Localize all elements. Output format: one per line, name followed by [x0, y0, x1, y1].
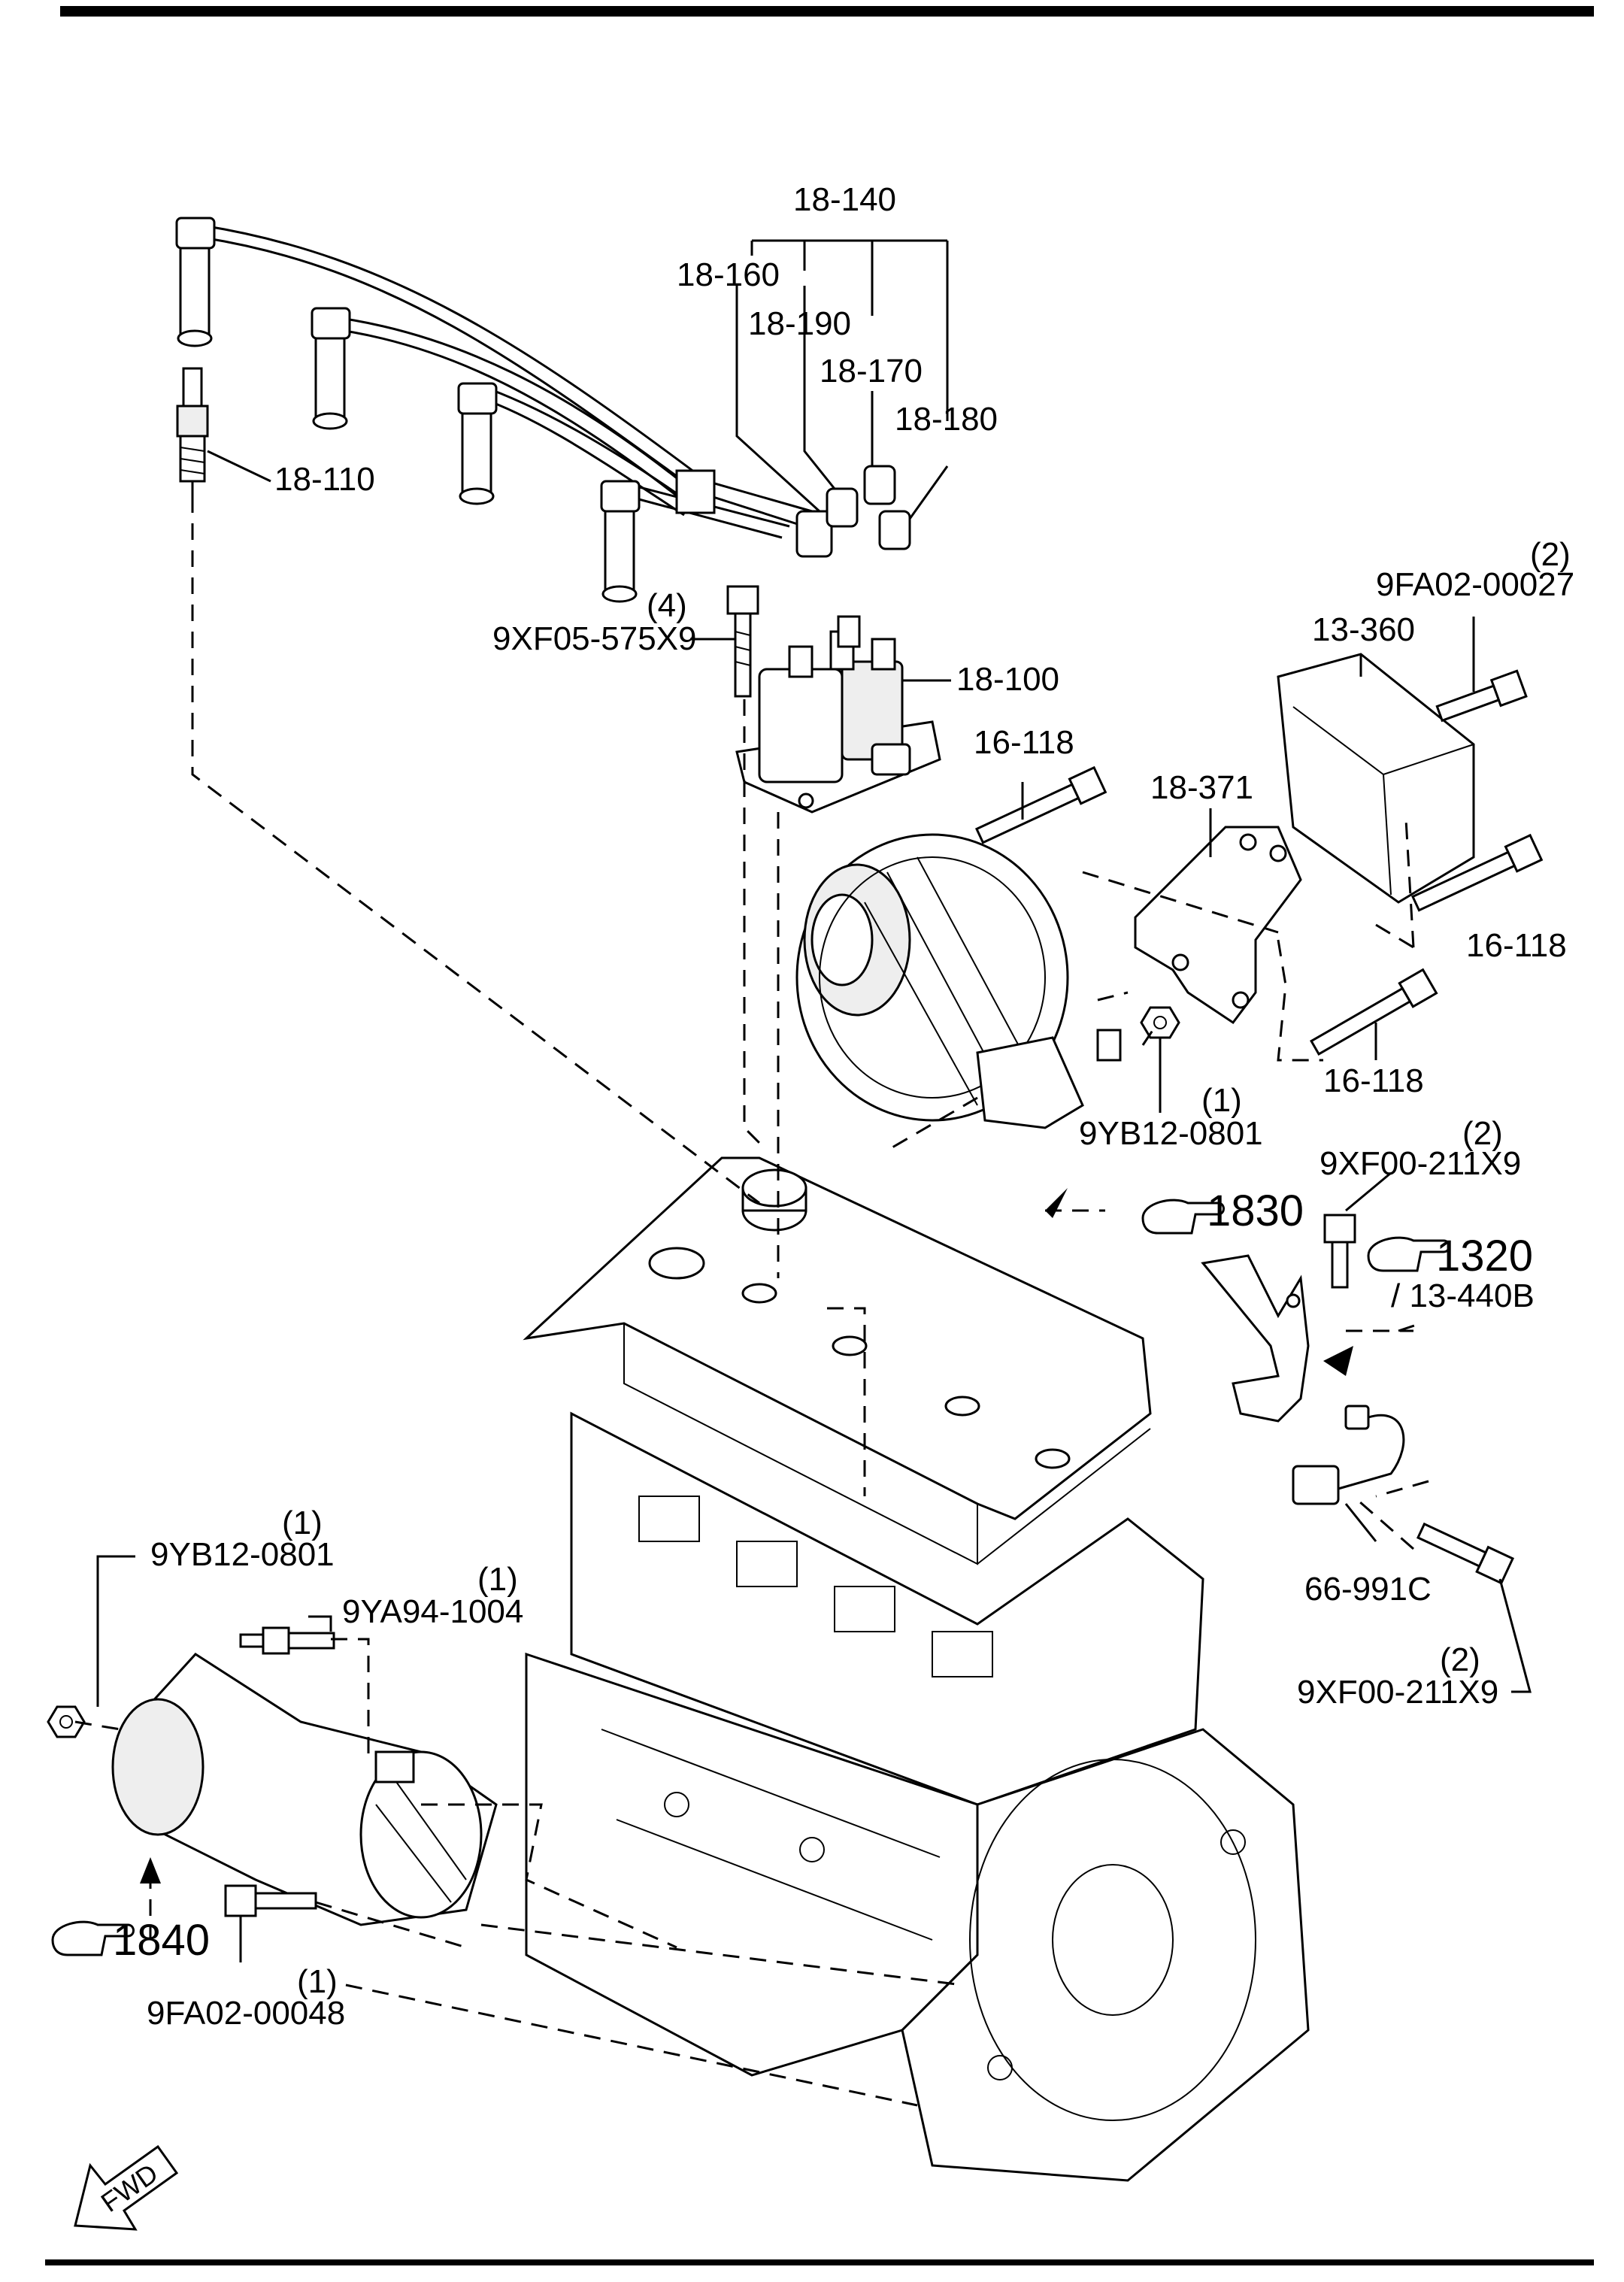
hand-pointer-icon	[1367, 1236, 1450, 1272]
label-9YB12-0801-starter: 9YB12-0801	[150, 1536, 335, 1573]
alternator-bolt-right-drawing	[1410, 833, 1544, 912]
label-coil-bolt-qty: (4)	[647, 587, 687, 624]
label-sensor-bolt-qty: (2)	[1440, 1641, 1480, 1678]
arrow-1840	[140, 1857, 161, 1940]
label-13-440B: / 13-440B	[1391, 1277, 1535, 1314]
starter-stud-drawing	[239, 1626, 335, 1655]
label-16-118-right: 16-118	[1466, 927, 1567, 964]
bottom-border	[45, 2259, 1594, 2265]
top-border	[60, 6, 1594, 17]
coil-bolt-drawing	[726, 585, 759, 698]
bracket-bolt-upper-drawing	[1323, 1214, 1356, 1289]
alternator-drawing	[795, 833, 1122, 1129]
alternator-nut-drawing	[1140, 1006, 1180, 1039]
starter-drawing	[111, 1653, 498, 1926]
label-9XF05-575X9: 9XF05-575X9	[492, 620, 697, 657]
label-starter-nut-qty: (1)	[282, 1505, 323, 1541]
label-starter-stud-qty: (1)	[477, 1561, 518, 1598]
label-16-118-top: 16-118	[974, 724, 1074, 761]
sensor-bolt-drawing	[1416, 1522, 1515, 1585]
label-18-180: 18-180	[895, 401, 998, 438]
label-18-100: 18-100	[956, 661, 1059, 698]
ignition-coil-drawing	[735, 615, 941, 814]
wire-clip	[675, 469, 716, 514]
label-9YA94-1004: 9YA94-1004	[342, 1593, 523, 1630]
label-18-371: 18-371	[1150, 769, 1253, 806]
ref-1830: 1830	[1207, 1186, 1304, 1235]
label-66-991C: 66-991C	[1304, 1571, 1432, 1608]
label-18-140: 18-140	[793, 181, 896, 218]
label-9XF00-211X9-lower: 9XF00-211X9	[1297, 1674, 1498, 1711]
leader-lines	[96, 239, 1532, 1962]
arrow-1830	[1045, 1188, 1105, 1218]
bracket-drawing	[1134, 826, 1302, 1025]
spark-plug-drawing	[176, 367, 209, 496]
label-9XF00-211X9-upper: 9XF00-211X9	[1320, 1145, 1521, 1182]
label-18-190: 18-190	[748, 305, 851, 342]
label-starter-bolt-qty: (1)	[297, 1963, 338, 2000]
spark-plug-wires-drawing	[175, 217, 911, 603]
labels: 18-140 18-160 18-190 18-170 18-180 18-11…	[95, 181, 1574, 2218]
label-18-170: 18-170	[820, 353, 923, 389]
hand-pointer-icon	[1141, 1199, 1225, 1235]
label-13-360: 13-360	[1312, 611, 1415, 648]
label-cover-bolt-qty: (2)	[1530, 536, 1571, 573]
label-18-160: 18-160	[677, 256, 780, 293]
label-16-118-lower: 16-118	[1323, 1062, 1424, 1099]
fwd-arrow-icon	[74, 2144, 179, 2231]
alternator-bolt-top-drawing	[974, 765, 1107, 844]
label-9FA02-00048: 9FA02-00048	[147, 1995, 345, 2032]
label-9YB12-0801-alt: 9YB12-0801	[1079, 1115, 1263, 1152]
cover-drawing	[1277, 653, 1475, 904]
arrow-1320	[1323, 1322, 1422, 1376]
label-18-110: 18-110	[274, 461, 375, 498]
label-bracket-bolt-qty: (2)	[1462, 1115, 1503, 1152]
cover-bolt-drawing	[1435, 669, 1528, 723]
sensor-bracket-drawing	[1201, 1254, 1310, 1423]
alternator-bolt-lower-drawing	[1310, 968, 1438, 1056]
ref-1320: 1320	[1436, 1232, 1533, 1280]
starter-nut-drawing	[47, 1705, 86, 1738]
engine-block-drawing	[523, 1156, 1310, 2182]
label-alt-nut-qty: (1)	[1201, 1082, 1242, 1119]
ref-1840: 1840	[113, 1916, 210, 1965]
hand-pointer-icon	[51, 1920, 135, 1956]
label-9FA02-00027: 9FA02-00027	[1376, 566, 1574, 603]
alignment-lines	[74, 496, 1429, 2107]
sensor-drawing	[1292, 1405, 1405, 1505]
